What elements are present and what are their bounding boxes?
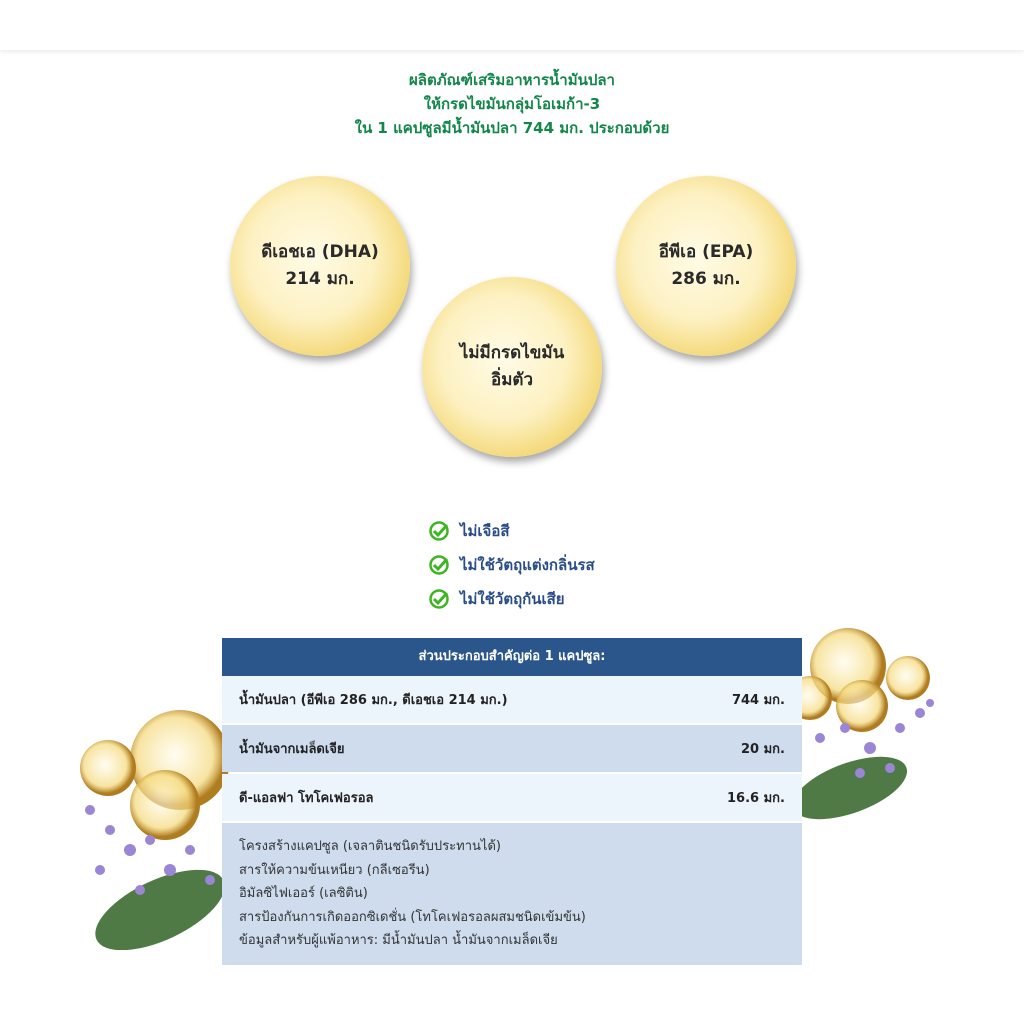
- note-line: สารให้ความข้นเหนียว (กลีเซอรีน): [239, 862, 430, 878]
- feature-list: ไม่เจือสี ไม่ใช้วัตถุแต่งกลิ่นรส ไม่ใช้ว…: [428, 514, 595, 616]
- capsule-value: อิ่มตัว: [490, 370, 533, 390]
- note-line: โครงสร้างแคปซูล (เจลาตินชนิดรับประทานได้…: [239, 839, 501, 854]
- note-line: สารป้องกันการเกิดออกซิเดชั่น (โทโคเฟอรอล…: [239, 909, 586, 925]
- ingredient-name: น้ำมันจากเมล็ดเจีย: [239, 742, 345, 757]
- check-circle-icon: [429, 589, 449, 609]
- capsule-value: 214 มก.: [285, 269, 355, 289]
- table-row: ดี-แอลฟา โทโคเฟอรอล 16.6 มก.: [222, 774, 802, 821]
- dha-capsule: ดีเอชเอ (DHA) 214 มก.: [230, 176, 410, 356]
- headline-line: ใน 1 แคปซูลมีน้ำมันปลา 744 มก. ประกอบด้ว…: [354, 119, 670, 137]
- feature-item: ไม่ใช้วัตถุกันเสีย: [428, 582, 595, 616]
- no-saturated-fat-capsule: ไม่มีกรดไขมัน อิ่มตัว: [422, 277, 602, 457]
- oil-bubbles-flowers-left-decoration: [80, 710, 230, 950]
- ingredient-name: น้ำมันปลา (อีพีเอ 286 มก., ดีเอชเอ 214 ม…: [239, 693, 508, 708]
- capsule-label: ดีเอชเอ (DHA): [261, 242, 379, 262]
- top-bar: [0, 0, 1024, 50]
- feature-item: ไม่ใช้วัตถุแต่งกลิ่นรส: [428, 548, 595, 582]
- ingredient-name: ดี-แอลฟา โทโคเฟอรอล: [239, 791, 374, 806]
- oil-bubbles-flowers-right-decoration: [800, 628, 934, 820]
- headline-line: ผลิตภัณฑ์เสริมอาหารน้ำมันปลา: [409, 71, 615, 89]
- feature-item: ไม่เจือสี: [428, 514, 595, 548]
- feature-label: ไม่ใช้วัตถุแต่งกลิ่นรส: [460, 556, 595, 574]
- ingredient-amount: 20 มก.: [741, 742, 785, 757]
- table-row: น้ำมันปลา (อีพีเอ 286 มก., ดีเอชเอ 214 ม…: [222, 676, 802, 723]
- check-circle-icon: [429, 521, 449, 541]
- table-header: ส่วนประกอบสำคัญต่อ 1 แคปซูล:: [222, 638, 802, 676]
- feature-label: ไม่ใช้วัตถุกันเสีย: [460, 590, 565, 608]
- headline-line: ให้กรดไขมันกลุ่มโอเมก้า-3: [423, 95, 601, 113]
- note-line: ข้อมูลสำหรับผู้แพ้อาหาร: มีน้ำมันปลา น้ำ…: [239, 933, 558, 948]
- ingredient-amount: 16.6 มก.: [727, 791, 785, 806]
- table-row: น้ำมันจากเมล็ดเจีย 20 มก.: [222, 725, 802, 772]
- other-ingredients-notes: โครงสร้างแคปซูล (เจลาตินชนิดรับประทานได้…: [222, 823, 802, 965]
- capsule-label: ไม่มีกรดไขมัน: [459, 343, 565, 363]
- capsule-value: 286 มก.: [671, 269, 741, 289]
- ingredients-table: ส่วนประกอบสำคัญต่อ 1 แคปซูล: น้ำมันปลา (…: [222, 638, 802, 965]
- headline: ผลิตภัณฑ์เสริมอาหารน้ำมันปลา ให้กรดไขมัน…: [0, 68, 1024, 140]
- feature-label: ไม่เจือสี: [460, 522, 510, 540]
- note-line: อิมัลซิไฟเออร์ (เลซิติน): [239, 886, 368, 901]
- check-circle-icon: [429, 555, 449, 575]
- capsule-label: อีพีเอ (EPA): [658, 242, 754, 262]
- ingredient-amount: 744 มก.: [731, 693, 785, 708]
- epa-capsule: อีพีเอ (EPA) 286 มก.: [616, 176, 796, 356]
